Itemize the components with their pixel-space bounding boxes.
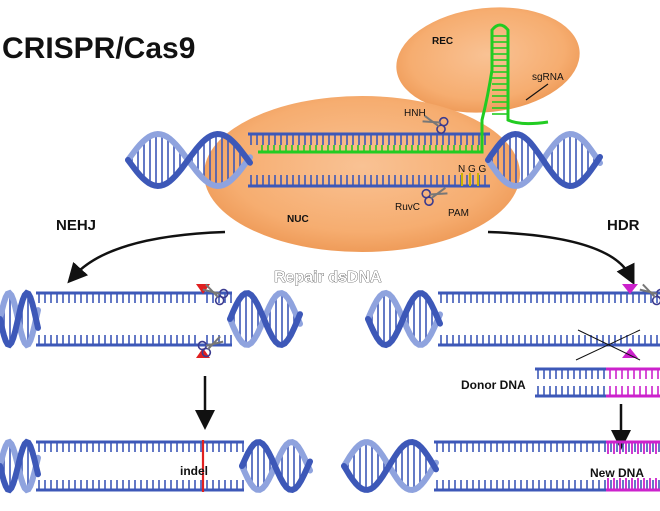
- ruvc-label: RuvC: [395, 202, 420, 213]
- scissors-icon: [197, 335, 224, 358]
- sgrna-pointer: [525, 83, 549, 101]
- scissors-icon: [202, 283, 229, 306]
- dna-backbone: [125, 130, 253, 190]
- nehj-label: NEHJ: [56, 217, 96, 234]
- target-dna: [125, 130, 603, 190]
- repair-heading: Repair dsDNA: [274, 269, 382, 286]
- dna-backbone: [227, 290, 303, 349]
- new-dna-label: New DNA: [590, 466, 644, 480]
- sgrna: [258, 23, 549, 154]
- rec-lobe: [396, 7, 580, 113]
- scissors-icon: [422, 114, 449, 134]
- hdr-label: HDR: [607, 217, 640, 234]
- dna-backbone: [239, 439, 313, 493]
- crossover-line: [577, 329, 641, 361]
- cut-marker-icon: [622, 284, 638, 294]
- dna-backbone: [365, 290, 443, 349]
- pam-label: PAM: [448, 208, 469, 219]
- sgrna-label: sgRNA: [532, 72, 564, 83]
- ngg-label: N G G: [458, 164, 487, 175]
- nehj-arrow: [67, 230, 226, 284]
- dna-backbone: [341, 438, 439, 493]
- donor-dna-label: Donor DNA: [461, 378, 526, 392]
- dna-backbone: [0, 438, 41, 494]
- hnh-label: HNH: [404, 108, 426, 119]
- hdr-arrow: [487, 230, 635, 285]
- diagram-title: CRISPR/Cas9: [2, 32, 195, 65]
- repaired-dna-hdr: [341, 438, 660, 494]
- cleaved-dna-hdr: [365, 290, 660, 349]
- nuc-label: NUC: [287, 214, 309, 225]
- indel-label: indel: [180, 464, 208, 478]
- donor-dna: [535, 367, 660, 398]
- dna-backbone: [0, 289, 41, 349]
- dna-backbone: [485, 130, 603, 190]
- cleaved-dna-nehj: [0, 289, 303, 349]
- scissors-icon: [421, 186, 448, 206]
- repaired-dna-nehj: [0, 438, 313, 494]
- rec-label: REC: [432, 36, 453, 47]
- cut-marker-icon: [622, 348, 638, 358]
- scissors-icon: [639, 283, 660, 306]
- pam-sequence: [461, 173, 479, 186]
